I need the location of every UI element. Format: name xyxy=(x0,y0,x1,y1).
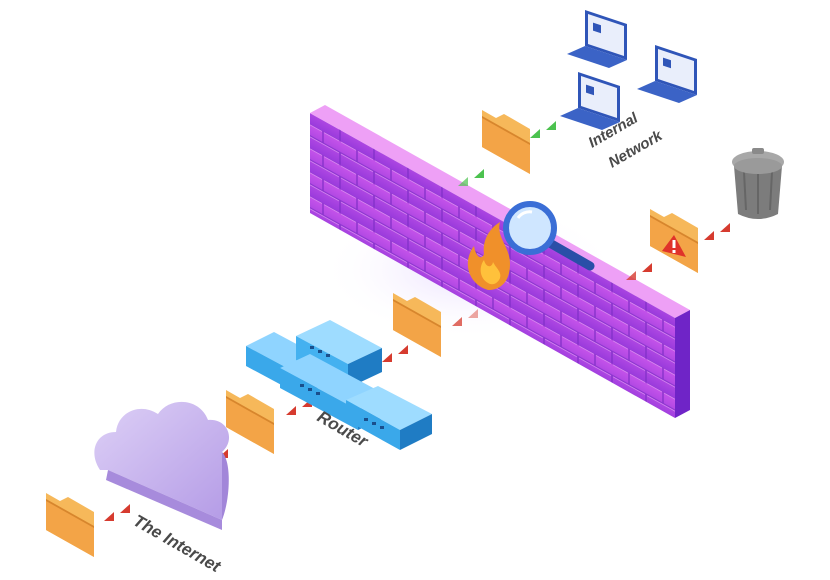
warning-icon xyxy=(662,235,686,257)
folder-icon xyxy=(393,293,441,357)
cloud-icon xyxy=(94,401,230,530)
packet-arrows-green xyxy=(458,121,556,186)
laptop-icon xyxy=(567,10,627,68)
magnifier-icon xyxy=(503,201,595,271)
trash-icon xyxy=(732,148,784,219)
router-icon xyxy=(246,320,432,450)
folder-icon xyxy=(226,390,274,454)
warning-folder-icon xyxy=(650,209,698,273)
flame-icon xyxy=(467,222,510,290)
laptop-icon xyxy=(560,72,620,130)
laptop-icon xyxy=(637,45,697,103)
folder-icon xyxy=(482,110,530,174)
folder-icon xyxy=(46,493,94,557)
